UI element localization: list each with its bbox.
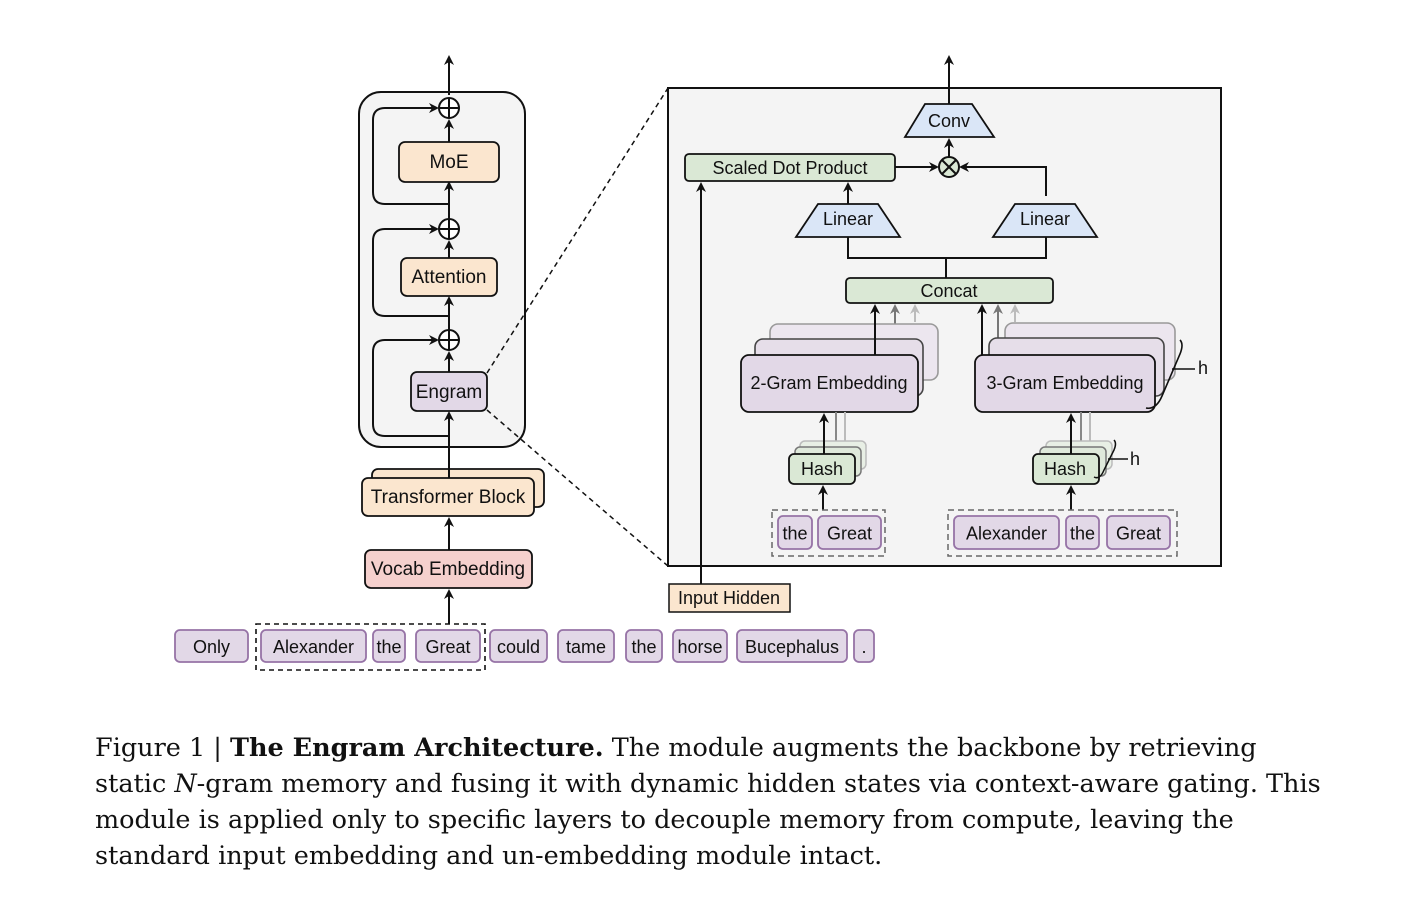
caption-prefix: Figure 1 |: [95, 733, 231, 763]
engram-detail-panel: Conv Scaled Dot Product Linear Linear: [667, 55, 1222, 584]
input-hidden-block: Input Hidden: [668, 583, 791, 613]
heads-brace-embedding: [1145, 339, 1183, 410]
scaled-dot-product-label: Scaled Dot Product: [712, 158, 867, 178]
gram2-token-window: [771, 509, 886, 557]
gram3-token-window: [947, 509, 1178, 557]
token-pill: .: [853, 629, 875, 663]
gram3-embedding-label: 3-Gram Embedding: [986, 373, 1143, 393]
token-label: horse: [677, 637, 722, 657]
concat-label: Concat: [920, 281, 977, 301]
token-label: Bucephalus: [745, 637, 839, 657]
figure-caption: Figure 1 | The Engram Architecture. The …: [95, 730, 1325, 874]
token-pill: the: [372, 629, 406, 663]
engram-label: Engram: [416, 382, 483, 403]
token-label: the: [631, 637, 656, 657]
residual-skip-top: [372, 103, 449, 205]
token-pill: Great: [1106, 515, 1171, 550]
moe-label: MoE: [429, 152, 468, 173]
token-label: Great: [425, 637, 470, 657]
heads-label-embedding: h: [1198, 358, 1208, 378]
heads-label-hash: h: [1130, 449, 1140, 469]
conv-label: Conv: [928, 111, 970, 131]
token-pill: tame: [557, 629, 615, 663]
gram3-tokens: Alexander the Great: [953, 515, 1171, 550]
gram2-tokens: the Great: [777, 515, 882, 550]
residual-skip-bottom: [372, 335, 449, 437]
arrow-linear-to-gate: [959, 162, 1047, 196]
token-pill: Bucephalus: [736, 629, 848, 663]
vocab-embedding-label: Vocab Embedding: [371, 559, 525, 580]
token-pill: Alexander: [260, 629, 367, 663]
token-pill: the: [1065, 515, 1100, 550]
gram2-embedding-label: 2-Gram Embedding: [750, 373, 907, 393]
token-pill: the: [777, 515, 813, 550]
zoom-line-top: [486, 87, 669, 374]
token-label: Alexander: [273, 637, 354, 657]
hash-2-stack: Hash: [788, 412, 867, 485]
linear-left-label: Linear: [823, 209, 873, 229]
token-label: Alexander: [966, 524, 1047, 544]
token-label: the: [782, 524, 807, 544]
conv-block: Conv: [903, 103, 996, 138]
token-label: .: [861, 637, 866, 657]
zoom-line-bottom: [486, 409, 669, 567]
scaled-dot-product-block: Scaled Dot Product: [684, 153, 896, 182]
gram3-embedding-stack: 3-Gram Embedding h: [974, 304, 1208, 413]
transformer-block: Transformer Block: [361, 468, 545, 517]
hash-3-stack: Hash h: [1032, 412, 1140, 485]
linear-right-label: Linear: [1020, 209, 1070, 229]
transformer-block-label: Transformer Block: [371, 487, 526, 508]
moe-block: MoE: [398, 141, 500, 183]
concat-block: Concat: [845, 277, 1054, 304]
engram-block: Engram: [410, 371, 488, 412]
backbone-stack: MoE Attention Engram Transformer Block V…: [358, 55, 545, 624]
linear-right-block: Linear: [991, 203, 1099, 238]
hash-3-label: Hash: [1044, 459, 1086, 479]
residual-skip-mid: [372, 224, 449, 317]
caption-italic-n: N: [174, 769, 197, 799]
token-label: Only: [193, 637, 230, 657]
caption-text-1: The module augments the backbone by retr…: [95, 733, 1257, 799]
linear-left-block: Linear: [794, 203, 902, 238]
token-label: tame: [566, 637, 606, 657]
token-label: Great: [1116, 524, 1161, 544]
vocab-embedding-block: Vocab Embedding: [364, 549, 533, 589]
token-pill: could: [489, 629, 548, 663]
heads-brace-hash: [1093, 439, 1117, 479]
token-pill: Great: [415, 629, 481, 663]
ngram-context-window: [255, 623, 486, 671]
engram-architecture-diagram: MoE Attention Engram Transformer Block V…: [174, 55, 1222, 671]
input-hidden-label: Input Hidden: [678, 588, 780, 608]
caption-title: The Engram Architecture.: [230, 733, 604, 763]
residual-add-icon-bottom: [438, 329, 460, 351]
token-pill: horse: [672, 629, 728, 663]
attention-block: Attention: [400, 257, 498, 297]
token-label: Great: [827, 524, 872, 544]
hash-2-label: Hash: [801, 459, 843, 479]
token-pill: Only: [174, 629, 249, 663]
residual-add-icon-top: [438, 97, 460, 119]
token-label: could: [497, 637, 540, 657]
attention-label: Attention: [412, 267, 487, 288]
token-pill: Alexander: [953, 515, 1060, 550]
token-pill: the: [625, 629, 663, 663]
input-token-row: Only Alexander the Great could tame the horse Bu…: [174, 629, 875, 663]
token-label: the: [1070, 524, 1095, 544]
residual-add-icon-mid: [438, 218, 460, 240]
token-label: the: [376, 637, 401, 657]
multiply-gate-icon: [938, 156, 960, 178]
caption-text-2: -gram memory and fusing it with dynamic …: [95, 769, 1321, 871]
token-pill: Great: [817, 515, 882, 550]
gram2-embedding-stack: 2-Gram Embedding: [740, 304, 939, 413]
